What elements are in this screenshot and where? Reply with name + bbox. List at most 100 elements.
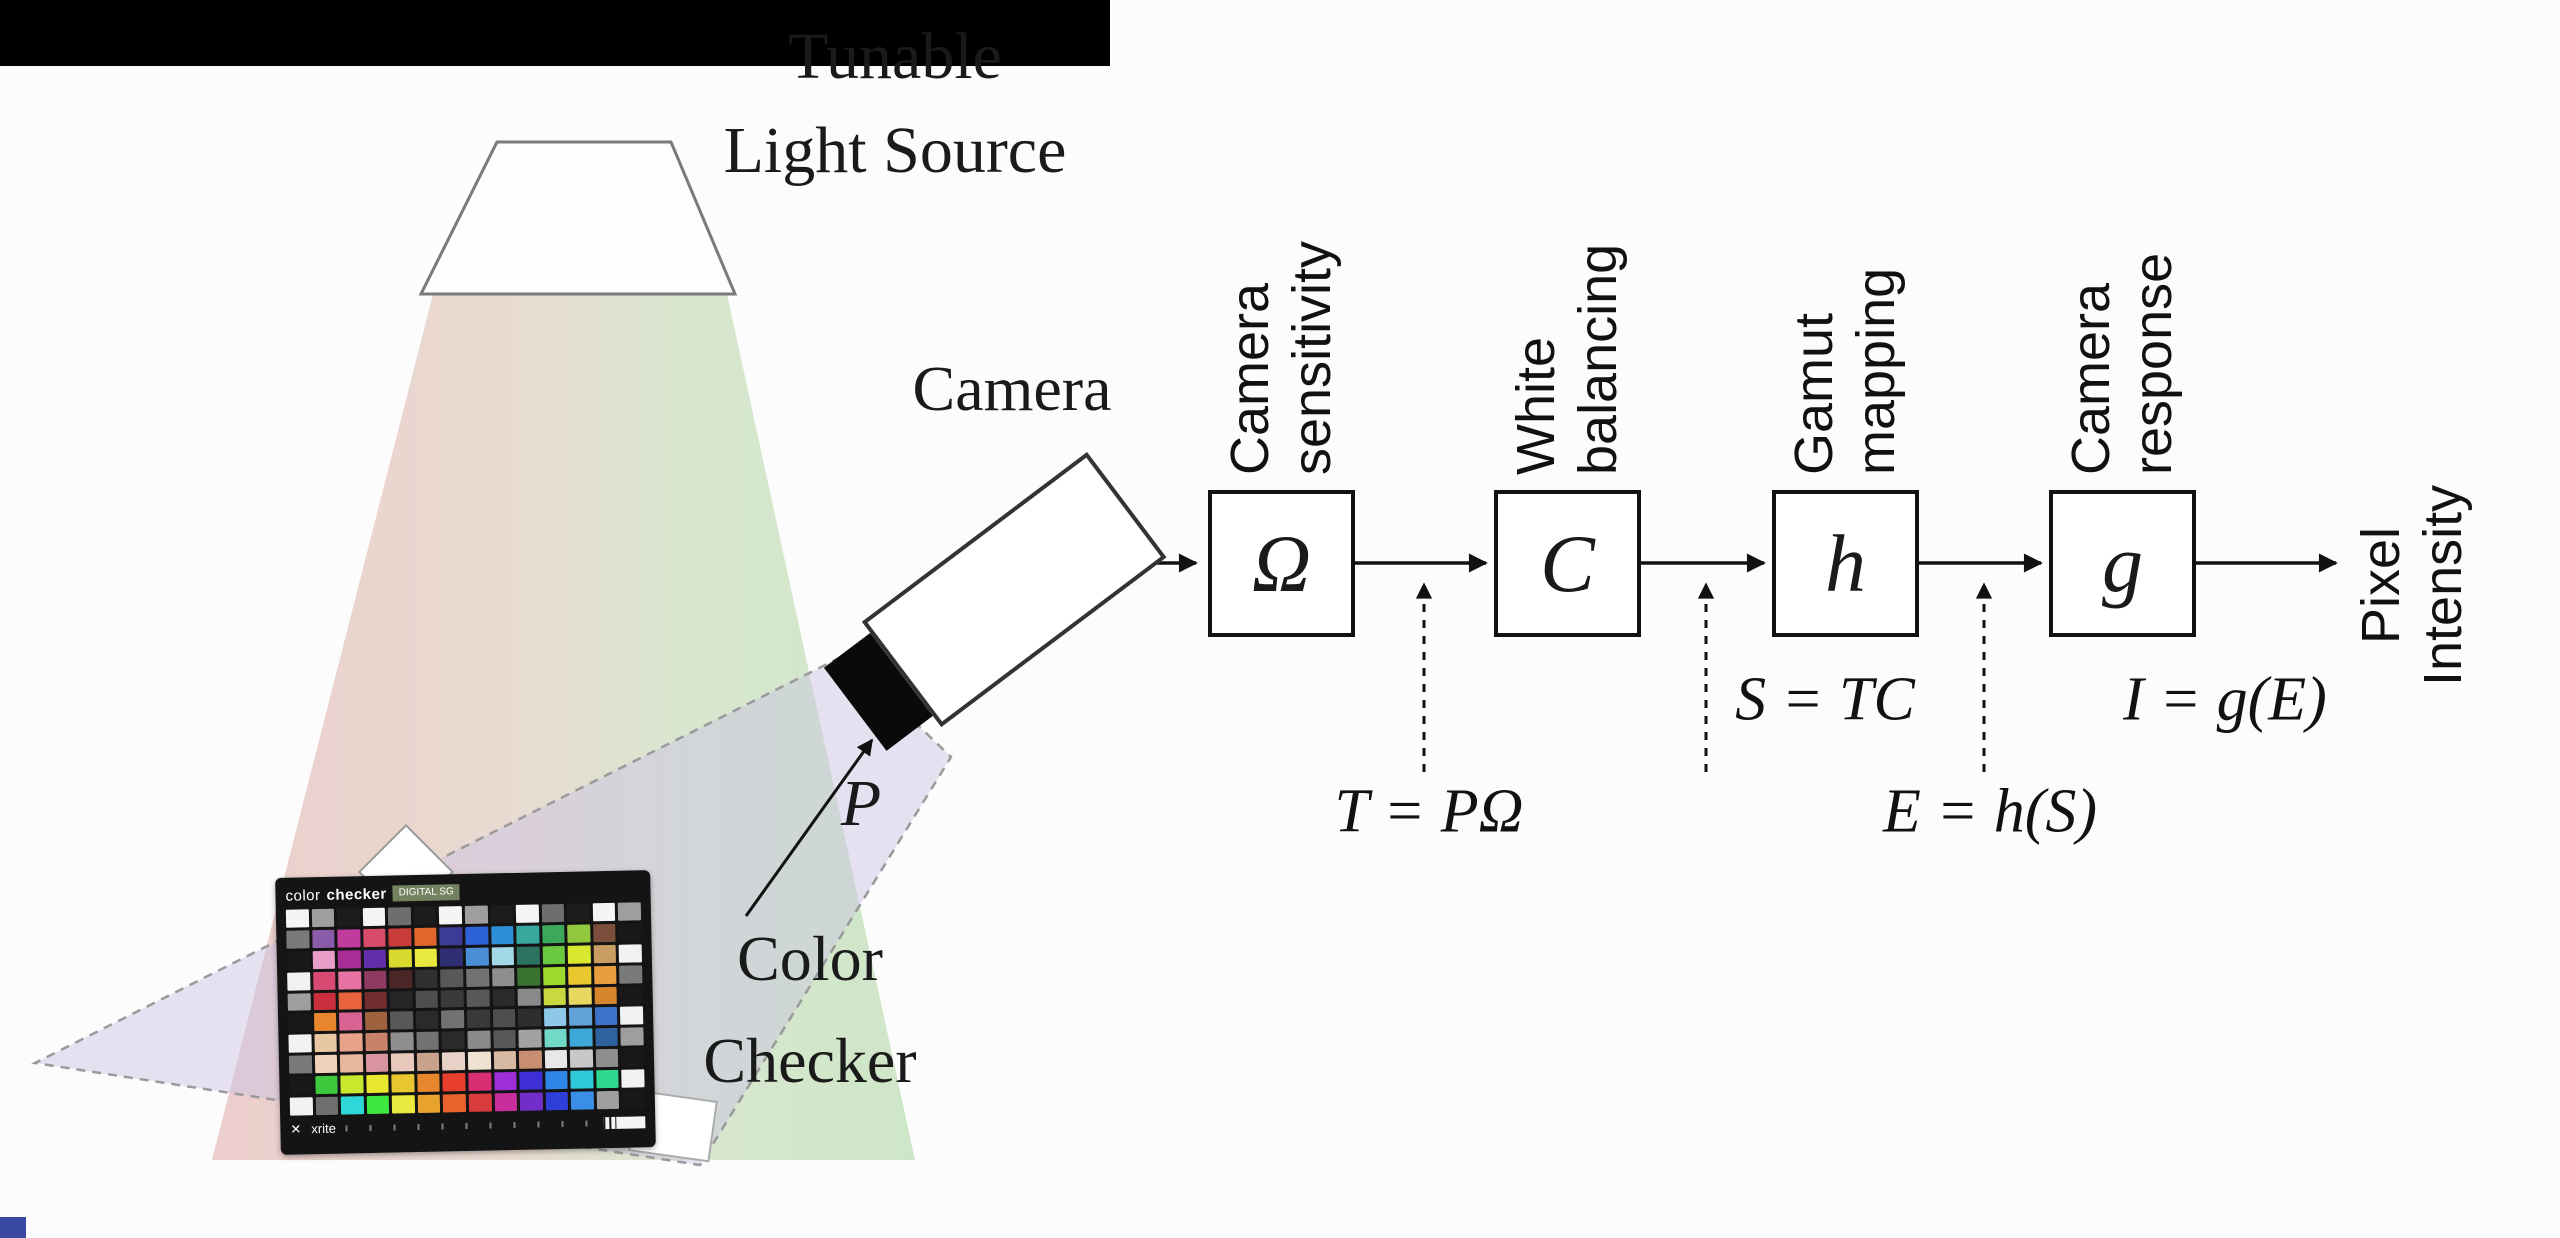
stage-label-line: Camera <box>2060 282 2121 475</box>
color-patch <box>621 1069 645 1088</box>
color-patch <box>314 1054 338 1074</box>
color-patch <box>465 947 489 966</box>
stage-label-line: sensitivity <box>1282 240 1342 475</box>
color-patch <box>365 1074 389 1094</box>
color-patch <box>440 989 464 1008</box>
color-patch <box>492 988 516 1007</box>
color-patch <box>592 902 616 922</box>
color-patch <box>439 906 463 925</box>
checker-barcode <box>603 1115 646 1129</box>
stage-box-gamut-mapping: h <box>1772 490 1919 637</box>
color-patch <box>466 1009 490 1029</box>
color-patch <box>490 904 514 924</box>
color-patch <box>620 1006 644 1026</box>
color-patch <box>289 1076 313 1095</box>
color-patch <box>619 985 643 1005</box>
color-patch <box>516 946 540 965</box>
color-patch <box>313 1034 337 1053</box>
color-patch <box>311 908 335 928</box>
color-patch <box>569 1028 593 1048</box>
color-patch <box>364 1012 388 1031</box>
color-patch <box>362 928 386 947</box>
color-patch <box>364 991 388 1010</box>
stage-box-camera-response: g <box>2049 490 2196 637</box>
color-patch <box>338 991 362 1011</box>
xrite-logo-text: xrite <box>311 1120 337 1137</box>
color-patch <box>363 970 387 989</box>
color-patch <box>288 1034 312 1054</box>
stage-label-camera-response: Camera response <box>2060 123 2184 475</box>
color-patch <box>340 1096 364 1115</box>
stage-label-white-balancing: White balancing <box>1505 123 1629 475</box>
color-patch <box>287 1013 311 1033</box>
corner-accent <box>0 1217 26 1238</box>
color-patch <box>388 948 412 968</box>
color-patch <box>286 951 310 970</box>
color-patch <box>363 949 387 968</box>
color-patch <box>391 1053 415 1072</box>
color-patch <box>517 988 541 1007</box>
color-patch <box>618 923 642 942</box>
p-label: P <box>840 767 882 840</box>
checker-patch-grid <box>285 902 646 1116</box>
pixel-intensity-line2: Intensity <box>2413 484 2473 686</box>
color-patch <box>494 1093 518 1112</box>
color-patch <box>542 966 566 985</box>
color-patch <box>414 948 438 967</box>
color-patch <box>466 989 490 1008</box>
color-patch <box>392 1095 415 1114</box>
color-patch <box>337 949 361 969</box>
color-patch <box>362 907 386 927</box>
color-patch <box>570 1049 594 1069</box>
color-patch <box>390 1011 414 1030</box>
color-patch <box>312 971 336 990</box>
color-patch <box>518 1008 542 1028</box>
equation-t: T = PΩ <box>1334 777 1524 846</box>
color-patch <box>491 967 515 987</box>
stage-symbol-g: g <box>2102 517 2143 609</box>
color-patch <box>490 925 514 945</box>
color-patch <box>519 1092 543 1111</box>
color-patch <box>618 902 642 921</box>
stage-symbol-c: C <box>1540 517 1595 609</box>
color-checker-label-line1: Color <box>737 923 883 994</box>
color-patch <box>340 1054 363 1073</box>
color-patch <box>491 946 515 966</box>
color-patch <box>517 967 541 986</box>
color-patch <box>594 1007 618 1026</box>
color-patch <box>415 990 439 1009</box>
color-patch <box>390 1032 414 1051</box>
color-patch <box>440 968 464 988</box>
color-patch <box>569 1007 593 1027</box>
color-patch <box>413 906 437 925</box>
table-surface <box>0 0 1110 66</box>
color-patch <box>285 909 309 928</box>
color-patch <box>621 1048 645 1067</box>
color-patch <box>594 986 618 1005</box>
stage-label-line: mapping <box>1846 267 1906 475</box>
stage-label-line: White <box>1505 336 1566 475</box>
color-patch <box>620 1027 644 1047</box>
light-source-lamp <box>418 140 738 296</box>
light-source-label-line2: Light Source <box>723 113 1067 187</box>
checker-ruler <box>345 1119 594 1132</box>
color-patch <box>545 1091 569 1111</box>
color-patch <box>287 971 311 991</box>
color-patch <box>619 944 642 963</box>
color-patch <box>466 968 490 987</box>
color-patch <box>439 926 463 946</box>
color-patch <box>389 969 413 989</box>
stage-box-white-balancing: C <box>1494 490 1641 637</box>
color-patch <box>518 1050 542 1070</box>
color-patch <box>593 944 617 963</box>
color-checker-label: Color Checker <box>703 908 916 1113</box>
color-patch <box>440 947 464 967</box>
color-patch <box>465 926 489 945</box>
color-patch <box>468 1093 492 1112</box>
color-patch <box>311 929 335 948</box>
color-patch <box>595 1028 619 1047</box>
pixel-intensity-label: Pixel Intensity <box>2350 432 2474 738</box>
color-patch <box>541 924 565 944</box>
color-patch <box>339 1012 363 1032</box>
color-patch <box>388 907 411 926</box>
